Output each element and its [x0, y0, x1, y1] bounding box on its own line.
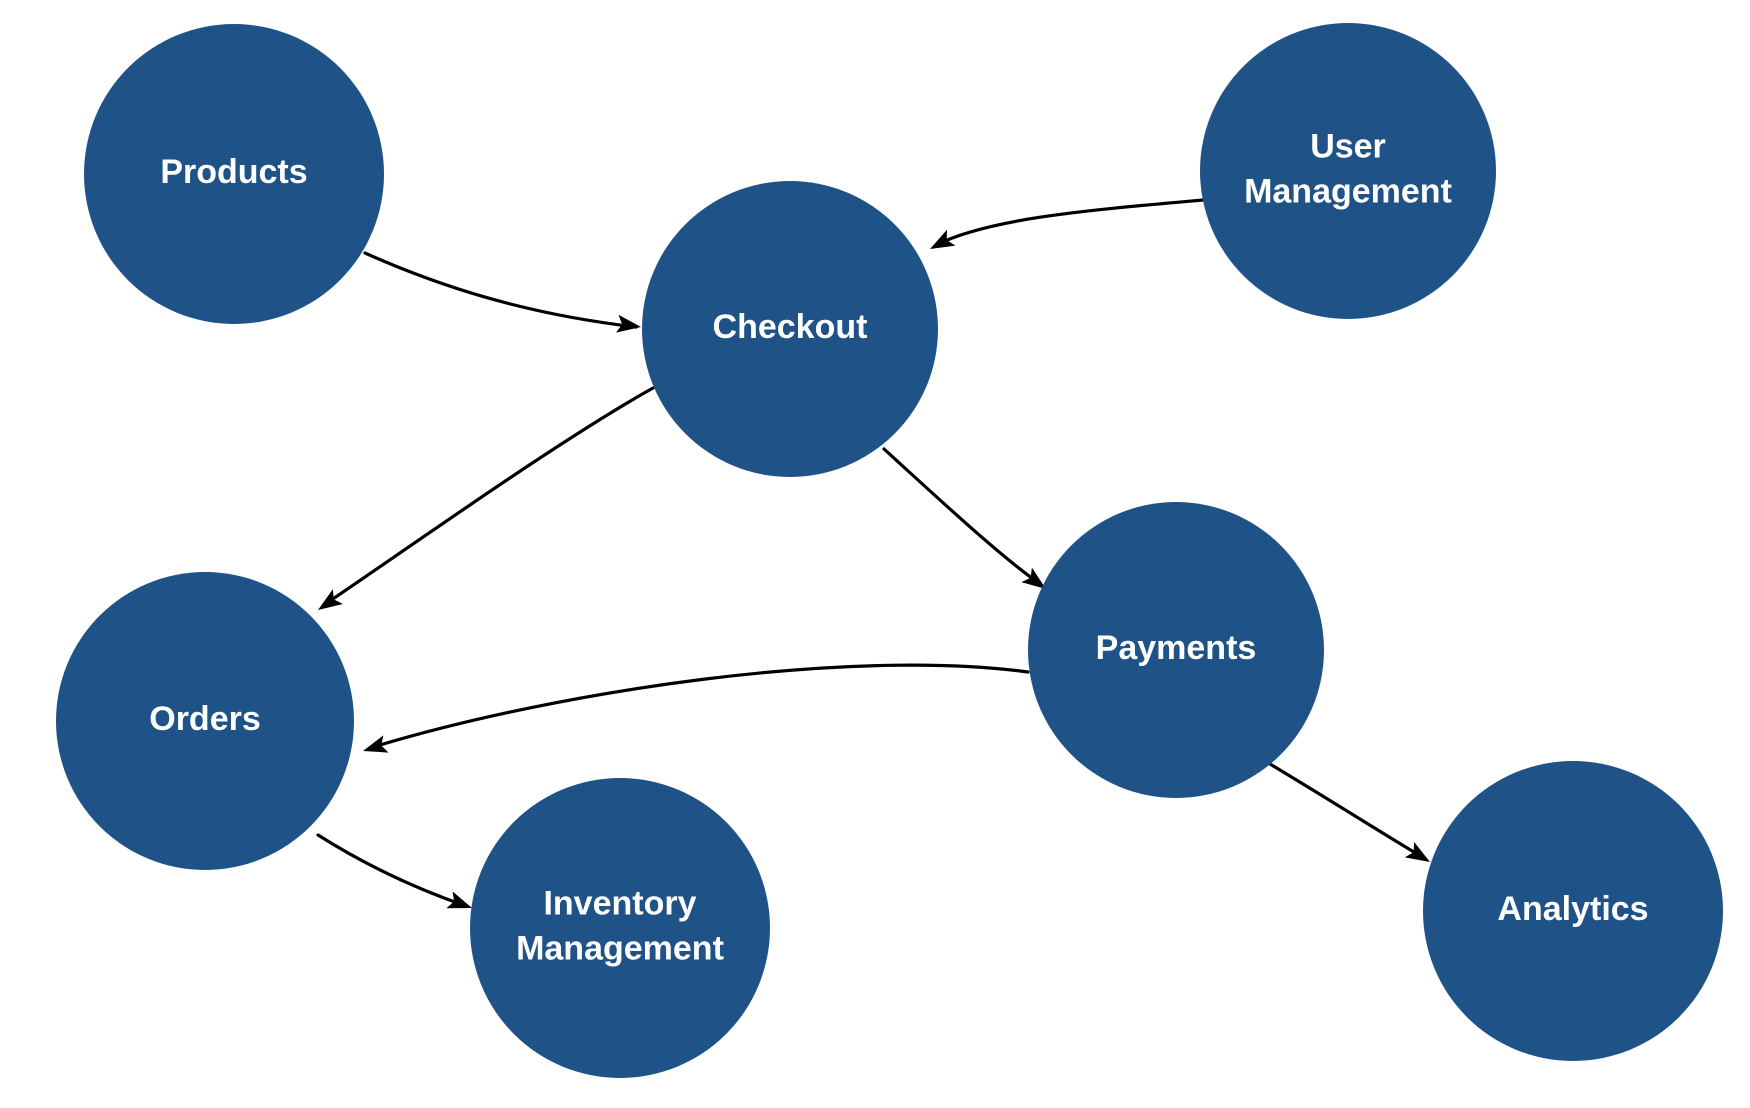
node-label: Management: [516, 929, 724, 967]
arrowhead-icon: [446, 891, 472, 909]
edge-line: [882, 447, 1042, 586]
edge-payments-to-analytics: [1268, 762, 1430, 862]
node-checkout[interactable]: Checkout: [642, 181, 938, 477]
node-payments[interactable]: Payments: [1028, 502, 1324, 798]
arrowhead-icon: [615, 314, 641, 333]
edge-payments-to-orders: [363, 663, 1030, 753]
edge-checkout-to-orders: [318, 386, 655, 610]
node-orders[interactable]: Orders: [56, 572, 354, 870]
edge-checkout-to-payments: [882, 447, 1046, 589]
node-label: Analytics: [1497, 890, 1648, 928]
node-label: Inventory: [543, 884, 696, 922]
node-circle[interactable]: [1423, 761, 1723, 1061]
node-label: User: [1310, 127, 1386, 165]
arrowhead-icon: [1404, 841, 1430, 862]
edges-layer: [316, 198, 1430, 909]
arrowhead-icon: [318, 589, 343, 610]
edge-line: [363, 251, 638, 329]
edge-line: [368, 663, 1030, 750]
edge-user-management-to-checkout: [930, 198, 1205, 249]
node-label: Orders: [149, 700, 261, 738]
node-circle[interactable]: [84, 24, 384, 324]
node-label: Management: [1244, 172, 1452, 210]
edge-line: [1268, 762, 1426, 860]
node-circle[interactable]: [1028, 502, 1324, 798]
node-products[interactable]: Products: [84, 24, 384, 324]
node-label: Payments: [1096, 629, 1257, 667]
node-circle[interactable]: [1200, 23, 1496, 319]
nodes-layer: ProductsUserManagementCheckoutOrdersPaym…: [56, 23, 1723, 1078]
node-circle[interactable]: [470, 778, 770, 1078]
edge-products-to-checkout: [363, 251, 641, 333]
edge-line: [322, 386, 655, 607]
edge-line: [934, 198, 1205, 247]
arrowhead-icon: [930, 229, 956, 249]
node-label: Products: [160, 153, 307, 191]
node-label: Checkout: [713, 308, 868, 346]
node-circle[interactable]: [642, 181, 938, 477]
edge-orders-to-inventory-management: [316, 833, 472, 909]
arrowhead-icon: [363, 735, 389, 753]
node-circle[interactable]: [56, 572, 354, 870]
node-analytics[interactable]: Analytics: [1423, 761, 1723, 1061]
arrowhead-icon: [1021, 567, 1046, 589]
edge-line: [316, 833, 468, 908]
